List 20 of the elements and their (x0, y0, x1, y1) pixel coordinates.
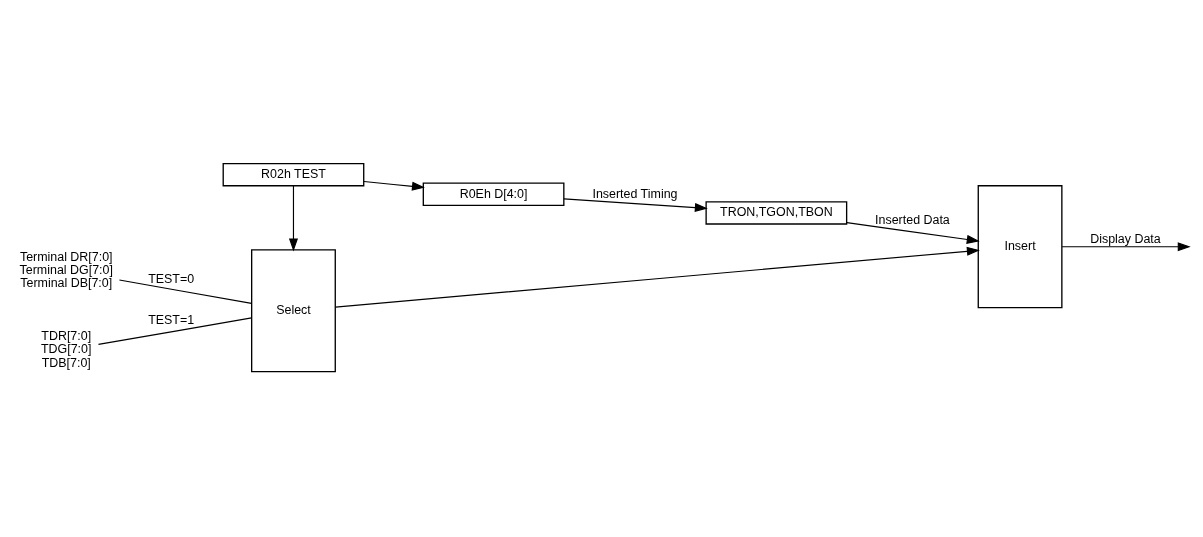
node-text: Terminal DR[7:0] Terminal DG[7:0] Terminal DB[7:0] (19, 249, 113, 291)
node-box: R0Eh D[4:0] (422, 182, 565, 207)
node-box: TRON,TGON,TBON (705, 201, 848, 225)
node-text: TDR[7:0] TDG[7:0] TDB[7:0] (41, 328, 92, 370)
edge-label: Inserted Data (875, 212, 950, 227)
arrow (563, 198, 708, 213)
connector (118, 279, 253, 304)
node-box: R02h TEST (222, 162, 365, 187)
arrow (1061, 242, 1191, 252)
connector (97, 317, 253, 345)
node-box: Insert (977, 185, 1063, 309)
edge-label: TEST=1 (148, 313, 195, 328)
edge-label: Display Data (1090, 232, 1161, 247)
node-box: Select (251, 249, 336, 373)
edge-label: TEST=0 (148, 272, 195, 287)
arrow (363, 180, 425, 191)
arrow (846, 222, 980, 244)
arrow (334, 246, 980, 308)
edge-label: Inserted Timing (592, 186, 678, 201)
arrow (288, 185, 298, 252)
